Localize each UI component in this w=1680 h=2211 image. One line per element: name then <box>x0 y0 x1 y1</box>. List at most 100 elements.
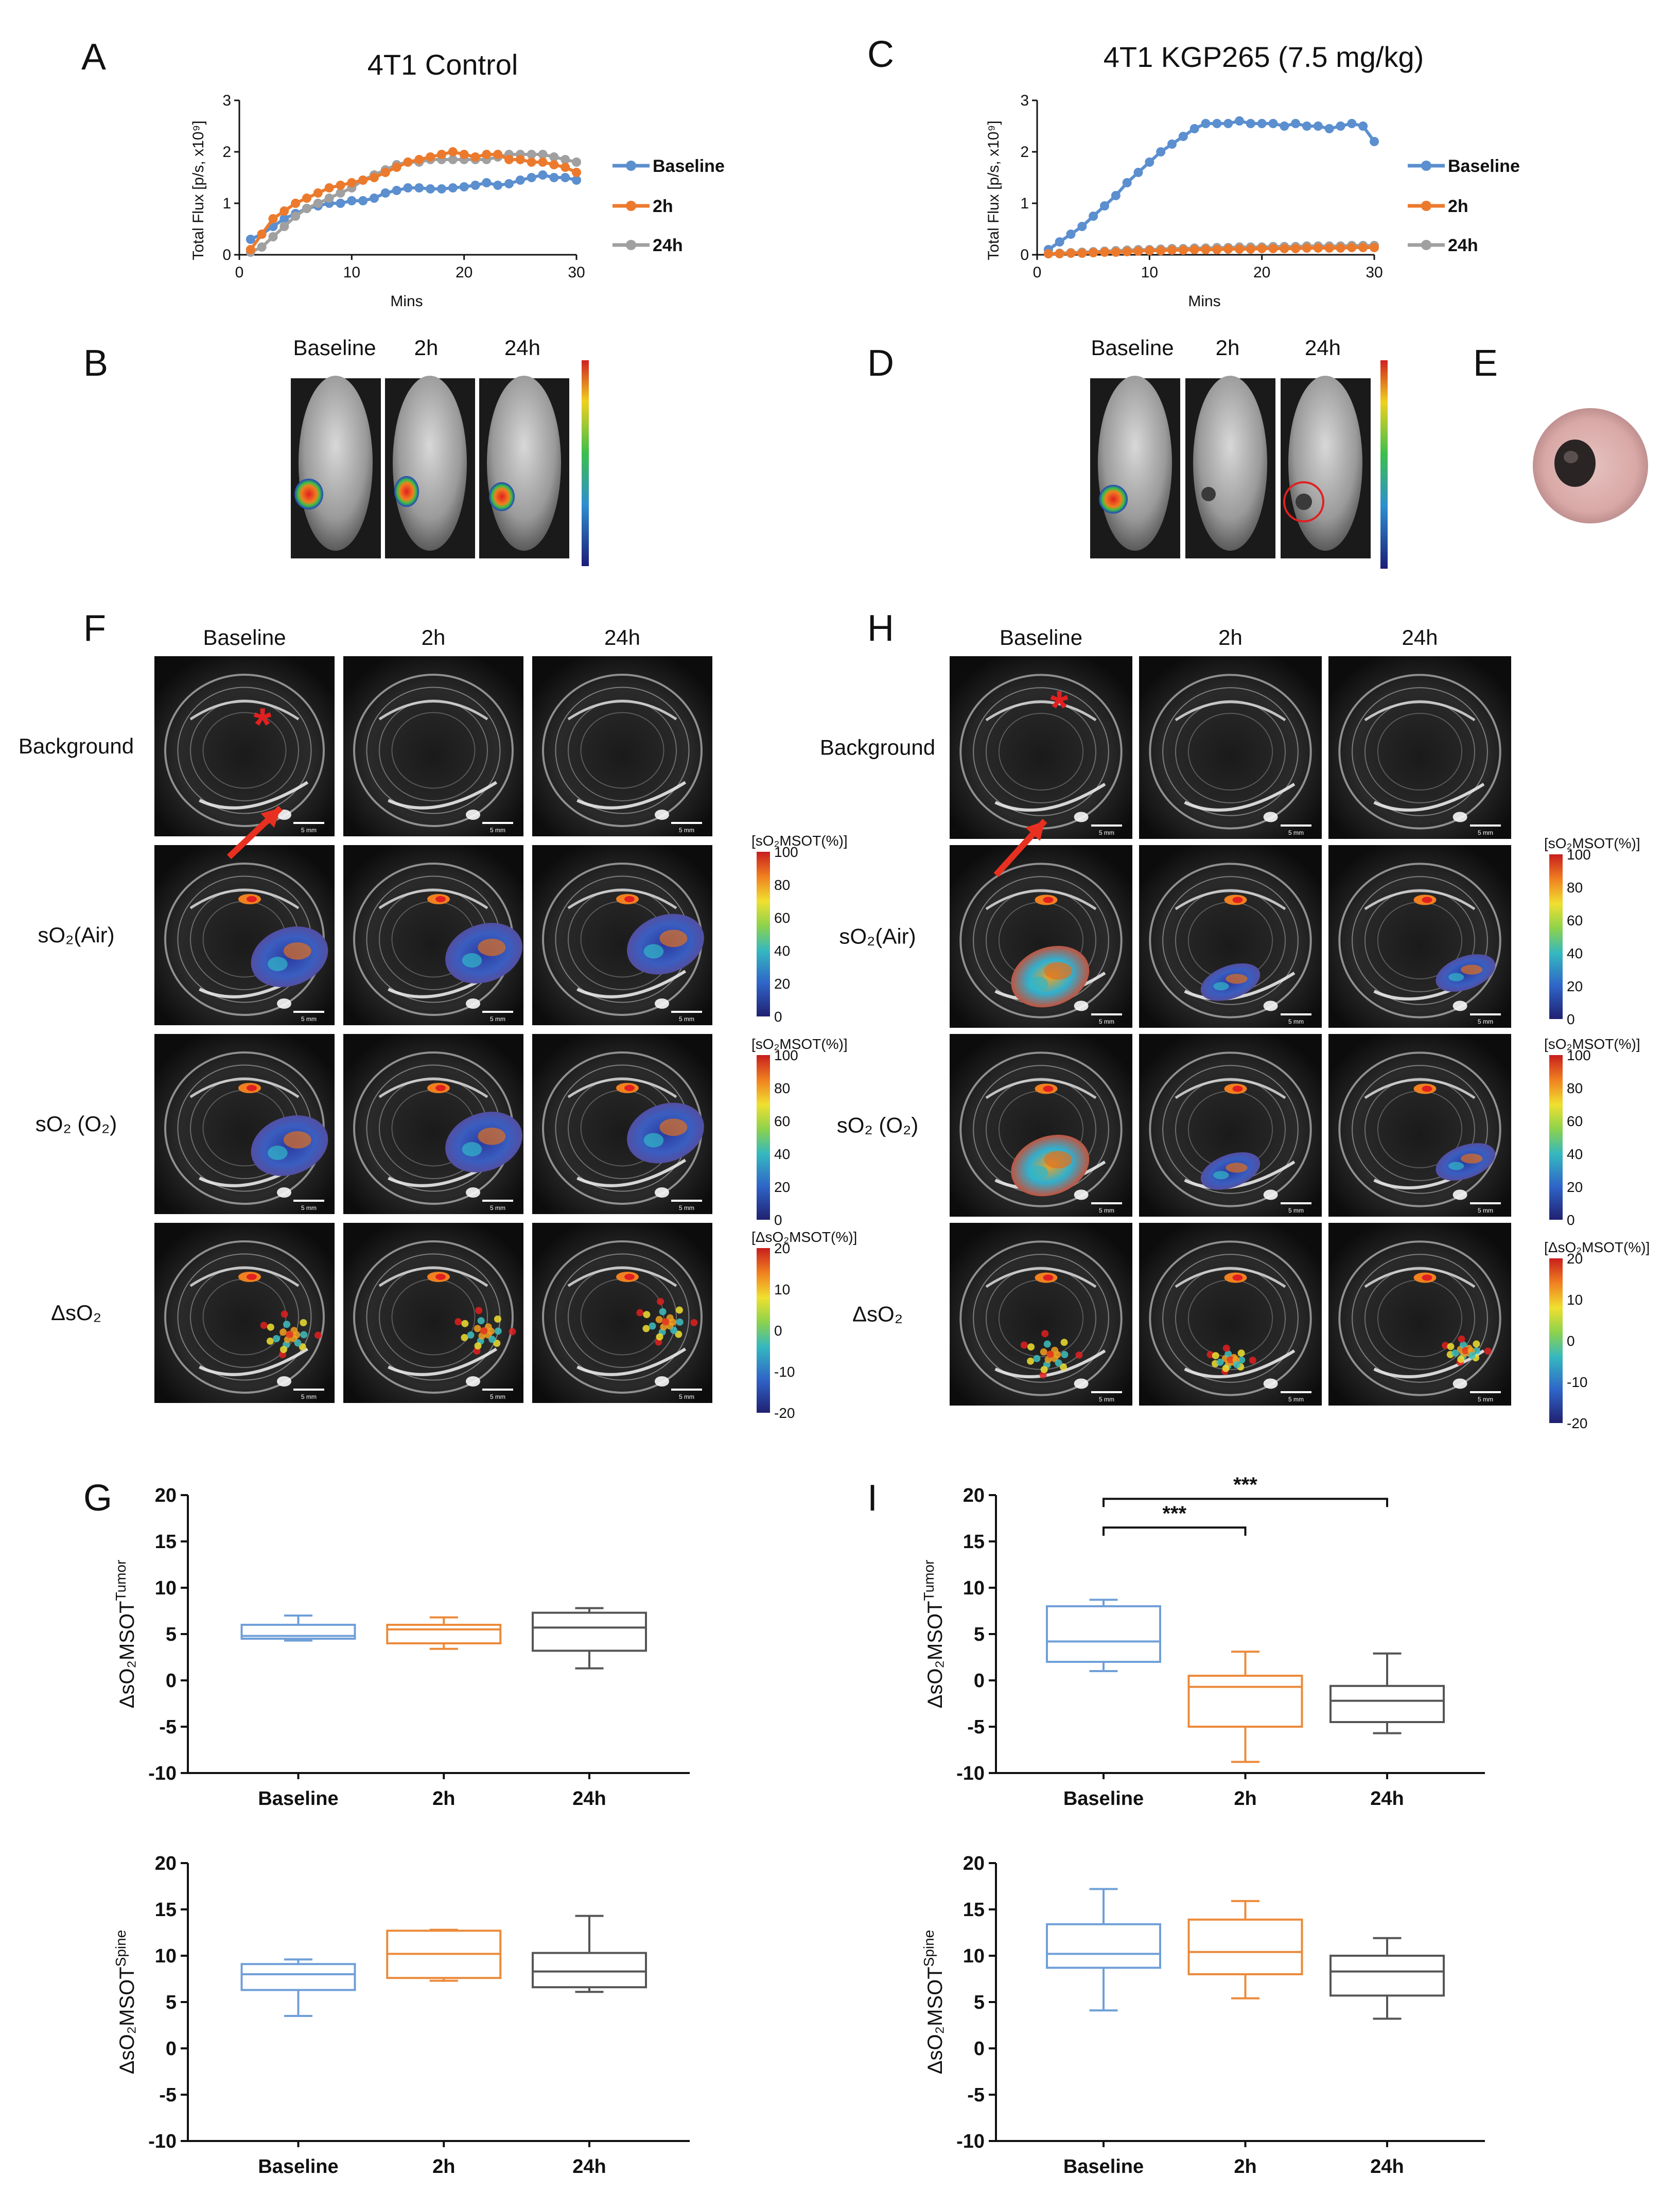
chart-c-point <box>1291 119 1301 128</box>
f-scale-bar-label: 5 mm <box>301 1204 317 1212</box>
g-spine-ytick: 0 <box>166 2038 177 2060</box>
d-tumor-signal <box>1099 485 1128 514</box>
chart-a-point <box>336 199 345 208</box>
chart-c-point <box>1370 243 1379 252</box>
h-colorbar-title: [ΔsO₂MSOT(%)] <box>1544 1239 1650 1255</box>
chart-a-point <box>426 184 435 194</box>
i-spine-box-2h <box>1187 1900 1303 1999</box>
chart-a-ylabel: Total Flux [p/s, x10⁹] <box>190 120 207 260</box>
chart-c-point <box>1336 121 1345 131</box>
f-image-tile: 5 mm <box>154 656 335 836</box>
chart-a-point <box>246 235 255 244</box>
h-colorbar-tick: 40 <box>1567 945 1583 961</box>
chart-a-legend: Baseline 2h 24h <box>612 156 725 255</box>
chart-c-point <box>1280 121 1289 131</box>
h-scale-bar-label: 5 mm <box>1099 829 1114 836</box>
chart-c-point <box>1145 246 1154 255</box>
chart-a-point <box>482 178 492 187</box>
chart-c-point <box>1055 249 1064 258</box>
chart-c-ylabel: Total Flux [p/s, x10⁹] <box>985 120 1002 260</box>
h-colorbar-tick: -20 <box>1567 1415 1587 1431</box>
chart-a-point <box>347 196 357 205</box>
h-colorbar-tick: 80 <box>1567 880 1583 896</box>
f-col-label: 24h <box>604 625 640 650</box>
h-scale-bar-label: 5 mm <box>1288 1207 1304 1214</box>
chart-a-point <box>561 155 570 164</box>
chart-a-point <box>572 157 581 167</box>
chart-a-point <box>268 232 278 241</box>
i-tumor-ytick: 0 <box>974 1670 985 1692</box>
panel-label-f: F <box>83 608 106 649</box>
f-scale-bar-label: 5 mm <box>490 1015 505 1023</box>
chart-a-point <box>358 176 368 185</box>
chart-c-xtick: 30 <box>1366 264 1382 281</box>
h-scale-bar-label: 5 mm <box>1288 829 1304 836</box>
f-colorbar-tick: 20 <box>774 1240 790 1256</box>
g-tumor-ylabel: ΔsO₂MSOTTumor <box>113 1560 138 1709</box>
panel-label-h: H <box>867 608 894 649</box>
chart-a-point <box>549 173 559 182</box>
chart-a-point <box>527 150 536 159</box>
chart-c-point <box>1156 147 1166 156</box>
chart-a-point <box>370 173 379 182</box>
chart-a-point <box>561 173 570 182</box>
g-spine-xtick: 24h <box>572 2156 606 2178</box>
i-tumor-ytick: 5 <box>974 1624 985 1645</box>
f-colorbar-tick: 100 <box>774 1047 798 1063</box>
b-tumor-signal <box>489 482 515 511</box>
f-colorbar-tick: -20 <box>774 1405 795 1421</box>
f-scale-bar-label: 5 mm <box>490 1393 505 1400</box>
chart-c-legend: Baseline 2h 24h <box>1408 156 1520 255</box>
f-colorbar-tick: 80 <box>774 877 790 893</box>
chart-c-xtick: 0 <box>1033 264 1042 281</box>
i-spine-ytick: 10 <box>963 1945 985 1967</box>
h-colorbar-tick: 60 <box>1567 913 1583 928</box>
chart-a-point <box>538 150 548 159</box>
f-colorbar-title: [ΔsO₂MSOT(%)] <box>751 1229 857 1245</box>
i-tumor-xtick: 2h <box>1234 1788 1256 1810</box>
chart-a-ytick: 0 <box>222 247 231 264</box>
chart-c-series-baseline <box>1047 119 1376 251</box>
g-tumor-ytick: -10 <box>148 1763 177 1784</box>
h-image-tile: 5 mm <box>1328 1034 1511 1217</box>
d-colorbar <box>1380 360 1388 569</box>
g-spine-xtick: Baseline <box>258 2156 338 2178</box>
g-tumor-box-2h <box>386 1616 502 1650</box>
i-tumor-box-baseline <box>1046 1599 1161 1672</box>
chart-c-point <box>1324 243 1334 253</box>
g-spine-box-baseline <box>240 1958 356 2017</box>
g-spine-ytick: 5 <box>166 1992 177 2013</box>
chart-a-point <box>279 222 289 231</box>
h-scale-bar-label: 5 mm <box>1099 1396 1114 1403</box>
chart-c-point <box>1268 244 1278 253</box>
h-colorbar-tick: 20 <box>1567 978 1583 994</box>
g-spine-ytick: 15 <box>155 1899 177 1921</box>
chart-a-point <box>302 194 311 203</box>
d-col-24h: 24h <box>1305 336 1341 360</box>
f-colorbar <box>757 852 770 1016</box>
i-tumor-sig-bracket <box>1102 1526 1247 1536</box>
i-spine-xtick: Baseline <box>1063 2156 1144 2178</box>
f-colorbar-tick: 60 <box>774 910 790 926</box>
i-spine-box-baseline <box>1046 1888 1161 2012</box>
chart-a-point <box>313 188 323 198</box>
chart-c-point <box>1223 244 1233 254</box>
i-spine-ytick: 0 <box>974 2038 985 2060</box>
chart-c-point <box>1246 244 1255 254</box>
i-spine-ytick: -10 <box>956 2131 985 2152</box>
g-tumor-box-24h <box>532 1607 647 1670</box>
f-scale-bar-label: 5 mm <box>301 827 317 834</box>
i-spine-ylabel: ΔsO₂MSOTSpine <box>921 1930 947 2075</box>
h-image-tile: 5 mm <box>950 656 1132 839</box>
f-row-label: Background <box>19 734 134 758</box>
chart-c-point <box>1077 222 1087 231</box>
h-row-label: sO₂(Air) <box>839 924 916 949</box>
chart-c-legend-24h: 24h <box>1448 236 1478 255</box>
chart-c-point <box>1347 119 1357 128</box>
h-spine-marker: * <box>1050 682 1068 733</box>
g-tumor-ytick: 20 <box>155 1485 177 1506</box>
f-scale-bar-label: 5 mm <box>679 1015 694 1023</box>
chart-c-point <box>1066 249 1076 258</box>
f-spine-marker: * <box>253 699 271 751</box>
